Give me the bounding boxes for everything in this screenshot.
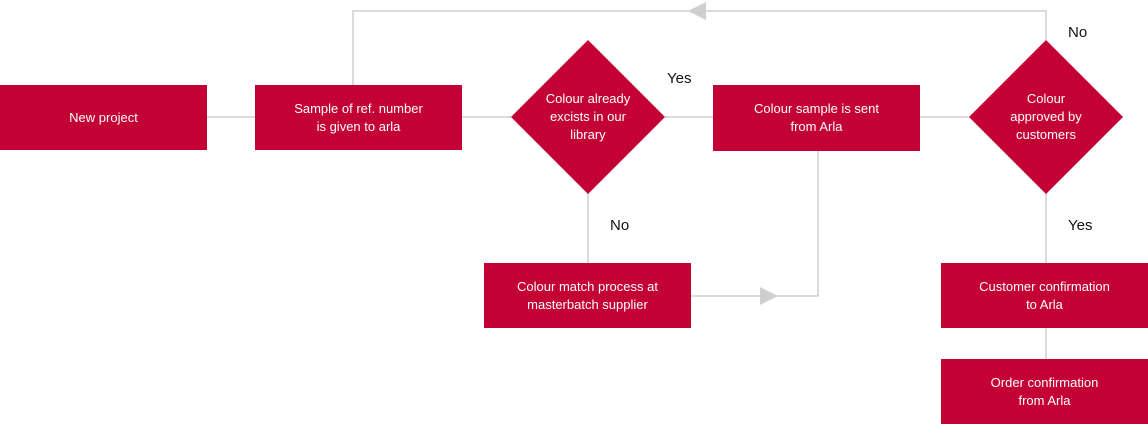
decision-colour-approved: Colour approved by customers (969, 40, 1123, 194)
node-colour-sample-sent: Colour sample is sent from Arla (713, 85, 920, 151)
label-exists-yes: Yes (667, 70, 692, 87)
node-customer-confirmation: Customer confirmation to Arla (941, 263, 1148, 328)
decision-colour-exists: Colour already excists in our library (511, 40, 665, 194)
label-exists-no: No (610, 217, 630, 234)
arrow-left-icon (688, 2, 706, 20)
decision-colour-approved-label: Colour approved by customers (1010, 91, 1082, 142)
label-approved-yes: Yes (1068, 217, 1093, 234)
connector-match-to-sent (691, 151, 819, 297)
label-approved-no: No (1068, 24, 1088, 41)
connector-approved-loop-back (352, 10, 1047, 85)
arrow-right-icon (760, 287, 778, 305)
decision-colour-exists-label: Colour already excists in our library (545, 91, 631, 142)
node-new-project: New project (0, 85, 207, 150)
node-colour-match-process: Colour match process at masterbatch supp… (484, 263, 691, 328)
node-order-confirmation: Order confirmation from Arla (941, 359, 1148, 424)
node-sample-ref-number: Sample of ref. number is given to arla (255, 85, 462, 150)
